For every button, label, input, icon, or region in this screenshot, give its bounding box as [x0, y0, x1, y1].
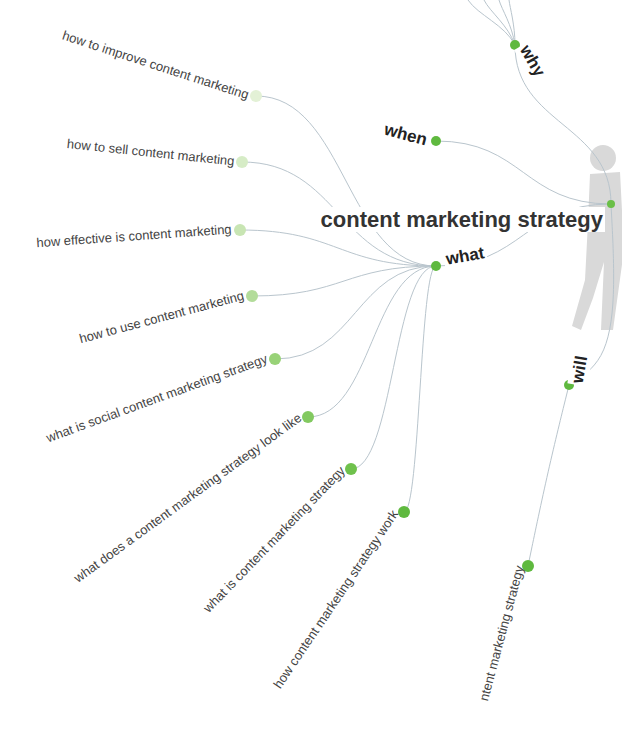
question-text: how to use content marketing: [78, 289, 246, 347]
hub-label: what: [442, 243, 487, 270]
silhouette-head: [590, 145, 616, 171]
question-text: what is content marketing strategy: [201, 464, 349, 616]
hub-label: when: [380, 119, 431, 150]
node-dot: [246, 290, 258, 302]
offscreen-branches: [468, 0, 515, 45]
root-label: content marketing strategy: [319, 207, 605, 232]
branch-line: [468, 0, 515, 45]
branch-line: [509, 0, 515, 45]
question-text: ntent marketing strategy: [477, 564, 528, 703]
branch-connector: [528, 385, 569, 566]
node-dot: [234, 224, 246, 236]
silhouette-body: [572, 172, 622, 330]
node-dot: [269, 353, 281, 365]
branch-line: [484, 0, 515, 45]
hub-label: will: [567, 352, 592, 386]
node-dot: [607, 200, 615, 208]
question-text: how to sell content marketing: [66, 137, 235, 169]
question-text: what does a content marketing strategy l…: [71, 411, 304, 586]
node-dot: [250, 90, 262, 102]
branch-connector: [308, 266, 436, 417]
node-dot: [431, 261, 441, 271]
question-text: how content marketing strategy work: [271, 508, 402, 692]
branch-connector: [436, 141, 611, 204]
question-text: how effective is content marketing: [36, 223, 232, 252]
node-dot: [236, 156, 248, 168]
branch-line: [499, 0, 515, 45]
branch-connector: [404, 266, 436, 512]
hub-label: why: [515, 40, 550, 82]
node-dot: [431, 136, 441, 146]
question-text: what is social content marketing strateg…: [44, 352, 269, 446]
branch-connector: [351, 266, 436, 469]
person-silhouette: [572, 145, 622, 330]
branch-connector: [275, 266, 436, 359]
question-text: how to improve content marketing: [60, 29, 250, 103]
branch-connector: [240, 230, 436, 266]
branch-connector: [256, 96, 436, 266]
